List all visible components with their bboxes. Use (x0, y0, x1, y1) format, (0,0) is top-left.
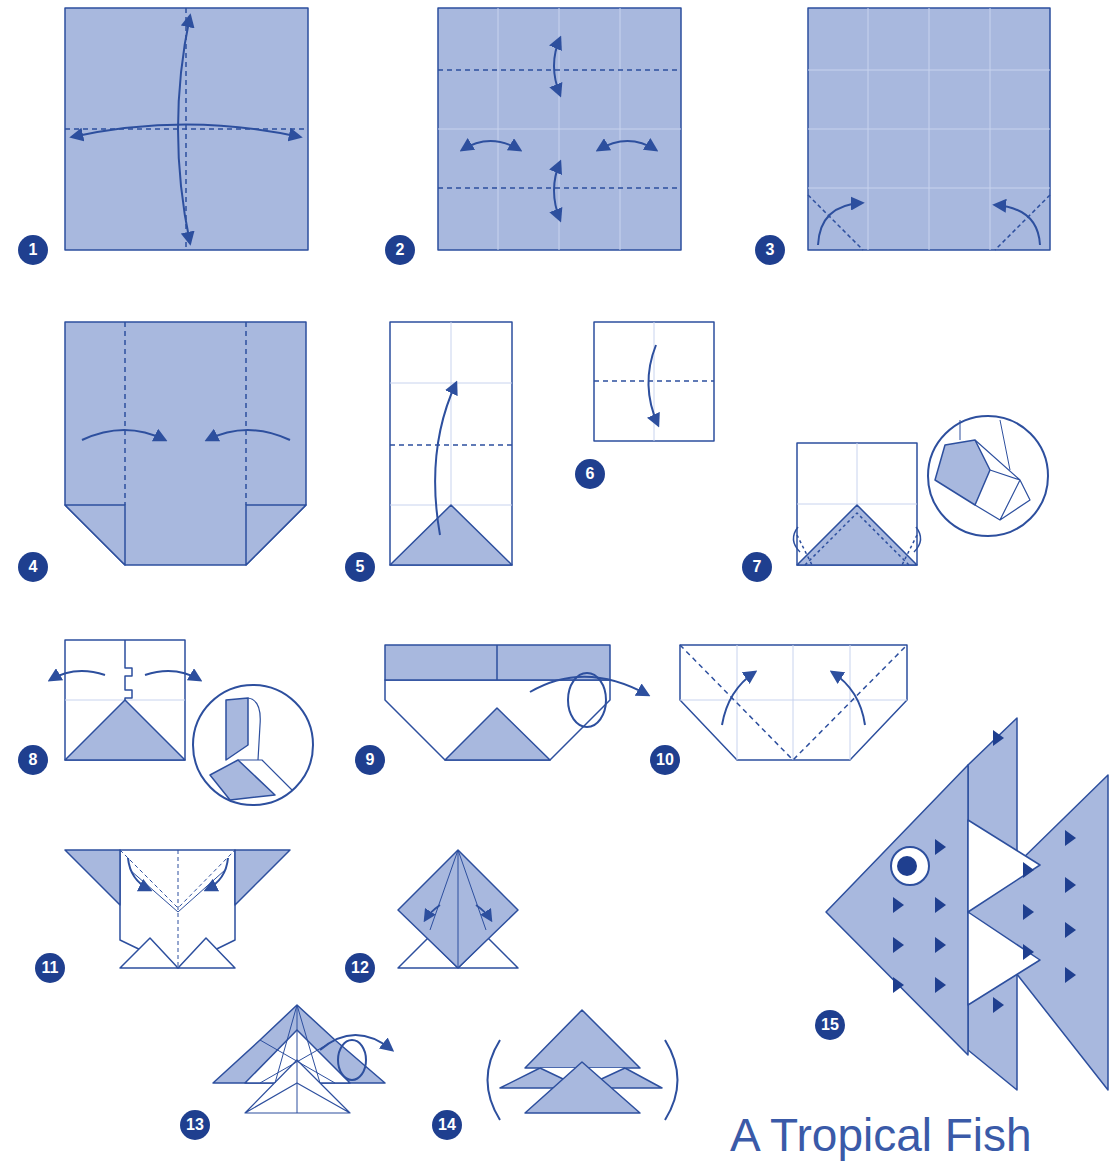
fish-spots (893, 730, 1076, 1013)
fish-spot (935, 897, 946, 913)
step-9-figure (385, 645, 648, 760)
title-text: A Tropical Fish (730, 1108, 1032, 1162)
step-6-figure (594, 322, 714, 441)
callout-number: 10 (650, 745, 680, 775)
callout-number: 13 (180, 1110, 210, 1140)
step-11-figure (65, 850, 290, 968)
callout-number: 11 (35, 953, 65, 983)
callout-number: 6 (575, 459, 605, 489)
callout-number: 12 (345, 953, 375, 983)
step-13-figure (213, 1005, 392, 1113)
callout-number: 15 (815, 1010, 845, 1040)
callout-number: 3 (755, 235, 785, 265)
callout-number: 7 (742, 552, 772, 582)
step-4-figure (65, 322, 306, 565)
step-5-figure (390, 322, 512, 565)
fish-spot (935, 839, 946, 855)
fish-spot (935, 977, 946, 993)
fish-spot (935, 937, 946, 953)
fish-spot (1065, 922, 1076, 938)
fish-spot (1023, 904, 1034, 920)
callout-number: 9 (355, 745, 385, 775)
callout-number: 2 (385, 235, 415, 265)
step-1-figure (65, 8, 308, 250)
step-7-figure (793, 416, 1048, 565)
step-14-figure (488, 1010, 678, 1120)
fish-spot (893, 897, 904, 913)
fish-spot (893, 937, 904, 953)
step-12-figure (398, 850, 518, 968)
fish-spot (1065, 830, 1076, 846)
callout-number: 5 (345, 552, 375, 582)
step-8-figure (50, 640, 313, 805)
callout-number: 4 (18, 552, 48, 582)
step-10-figure (680, 645, 907, 760)
fish-spot (993, 997, 1004, 1013)
callout-number: 14 (432, 1110, 462, 1140)
step-3-figure (808, 8, 1050, 250)
callout-number: 1 (18, 235, 48, 265)
fish-spot (1065, 877, 1076, 893)
fish-spot (1023, 944, 1034, 960)
step-15-fish (826, 718, 1108, 1090)
fish-spot (893, 977, 904, 993)
fish-spot (993, 730, 1004, 746)
fish-spot (1023, 862, 1034, 878)
callout-number: 8 (18, 745, 48, 775)
step-2-figure (438, 8, 681, 250)
fish-spot (1065, 967, 1076, 983)
